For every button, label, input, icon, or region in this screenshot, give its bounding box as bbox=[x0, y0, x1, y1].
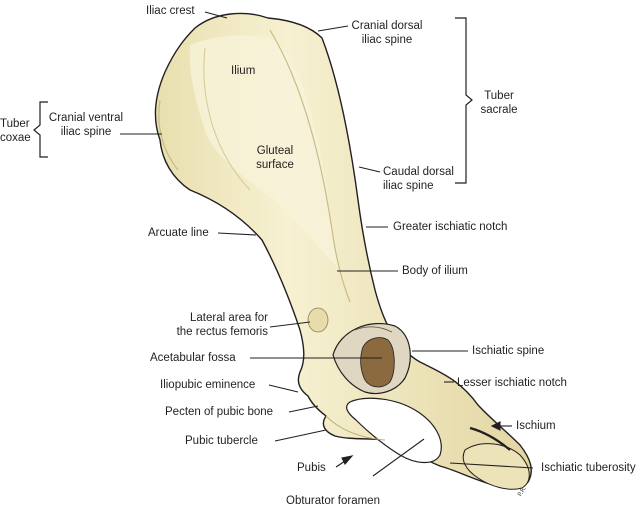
label-line: Tuber bbox=[0, 118, 30, 130]
label-ilium: Ilium bbox=[231, 65, 256, 77]
label-ischium: Ischium bbox=[516, 420, 556, 432]
label-line: Cranial ventral bbox=[48, 112, 124, 124]
label-tuber-sacrale: Tuber sacrale bbox=[474, 89, 524, 117]
ischium-edge bbox=[469, 426, 511, 451]
tuber-sacrale-bracket bbox=[455, 17, 473, 184]
obturator-foramen-shape bbox=[346, 397, 442, 464]
leader-arrows bbox=[335, 421, 512, 468]
label-line: Gluteal bbox=[256, 145, 294, 157]
label-pubic-tubercle: Pubic tubercle bbox=[185, 435, 258, 447]
tuber-coxae-bracket bbox=[33, 101, 48, 158]
label-iliopubic-eminence: Iliopubic eminence bbox=[160, 379, 256, 391]
pubis-shading bbox=[325, 415, 386, 441]
label-obturator-foramen: Obturator foramen bbox=[286, 495, 380, 507]
label-line: Lateral area for bbox=[190, 312, 268, 324]
label-line: coxae bbox=[0, 132, 31, 144]
label-greater-ischiatic-notch: Greater ischiatic notch bbox=[393, 221, 508, 233]
label-arcuate-line: Arcuate line bbox=[148, 227, 209, 239]
ilium-ridge bbox=[269, 29, 351, 303]
rectus-femoris-area bbox=[307, 307, 329, 333]
acetabular-notch bbox=[354, 326, 393, 333]
leader-lines bbox=[120, 11, 534, 477]
label-pubis: Pubis bbox=[297, 462, 326, 474]
label-line: sacrale bbox=[480, 104, 518, 116]
label-ischiatic-tuberosity: Ischiatic tuberosity bbox=[541, 462, 636, 474]
label-line: Tuber bbox=[484, 90, 514, 102]
label-lesser-ischiatic-notch: Lesser ischiatic notch bbox=[457, 377, 567, 389]
label-line: Cranial dorsal bbox=[351, 20, 423, 32]
acetabular-fossa bbox=[360, 337, 395, 388]
label-line: iliac spine bbox=[361, 34, 413, 46]
label-ischiatic-spine: Ischiatic spine bbox=[472, 345, 545, 357]
label-cranial-ventral-iliac-spine: Cranial ventral iliac spine bbox=[45, 111, 127, 139]
label-body-of-ilium: Body of ilium bbox=[402, 265, 468, 277]
label-line: iliac spine bbox=[60, 126, 112, 138]
label-lateral-area-rectus-femoris: Lateral area for the rectus femoris bbox=[150, 311, 268, 339]
label-gluteal-surface: Gluteal surface bbox=[246, 144, 304, 172]
tuber-coxae-shading bbox=[158, 99, 179, 171]
label-caudal-dorsal-iliac-spine: Caudal dorsal iliac spine bbox=[383, 165, 454, 193]
gluteal-surface-shading bbox=[189, 35, 340, 270]
label-line: Caudal dorsal bbox=[383, 166, 454, 178]
label-line: the rectus femoris bbox=[176, 326, 268, 338]
label-line: iliac spine bbox=[383, 180, 434, 192]
label-iliac-crest: Iliac crest bbox=[146, 5, 195, 17]
gluteal-line bbox=[203, 47, 251, 191]
label-tuber-coxae: Tuber coxae bbox=[0, 117, 31, 145]
label-pecten-of-pubic-bone: Pecten of pubic bone bbox=[165, 406, 274, 418]
label-acetabular-fossa: Acetabular fossa bbox=[150, 352, 236, 364]
label-line: surface bbox=[256, 159, 294, 171]
label-cranial-dorsal-iliac-spine: Cranial dorsal iliac spine bbox=[346, 19, 428, 47]
